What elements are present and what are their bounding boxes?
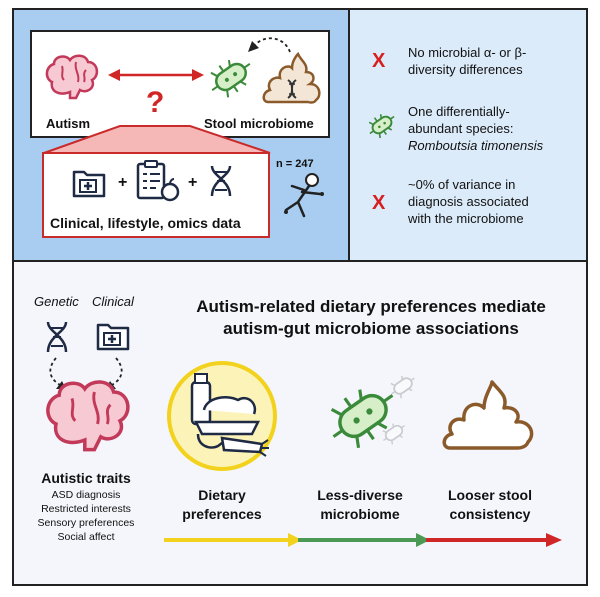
headline-line-2: autism-gut microbiome associations bbox=[223, 319, 519, 338]
faded-microbe-icon bbox=[382, 423, 405, 445]
loose-stool-icon bbox=[442, 380, 534, 450]
finding-1: No microbial α- or β- diversity differen… bbox=[408, 44, 526, 78]
autistic-traits-title: Autistic traits bbox=[41, 470, 131, 486]
association-arrow bbox=[108, 69, 204, 81]
finding-3: ~0% of variance in diagnosis associated … bbox=[408, 176, 529, 227]
trait-item: Sensory preferences bbox=[37, 517, 135, 529]
microbe-icon bbox=[368, 114, 395, 139]
faded-microbe-icon bbox=[390, 375, 415, 399]
clinical-data-label: Clinical, lifestyle, omics data bbox=[50, 215, 241, 231]
stool-icon bbox=[262, 51, 321, 104]
microbe-icon bbox=[210, 59, 251, 98]
headline-line-1: Autism-related dietary preferences media… bbox=[196, 297, 546, 316]
traits-list: ASD diagnosis Restricted interests Senso… bbox=[26, 488, 146, 544]
finding-2-line-2: abundant species: bbox=[408, 121, 514, 136]
step-3-line-2: consistency bbox=[449, 506, 531, 522]
trait-item: Social affect bbox=[57, 531, 115, 543]
diet-icon bbox=[167, 361, 277, 471]
step-dietary-label: Dietary preferences bbox=[176, 486, 268, 524]
data-connector bbox=[43, 125, 271, 154]
step-2-line-2: microbiome bbox=[320, 506, 400, 522]
sample-size-label: n = 247 bbox=[276, 158, 314, 170]
finding-2-line-1: One differentially- bbox=[408, 104, 510, 119]
species-name: Romboutsia timonensis bbox=[408, 138, 544, 153]
step-3-line-1: Looser stool bbox=[447, 487, 532, 503]
finding-1-line-1: No microbial α- or β- bbox=[408, 45, 527, 60]
plus-sign-2: + bbox=[188, 174, 198, 191]
finding-1-line-2: diversity differences bbox=[408, 62, 523, 77]
step-stool-label: Looser stool consistency bbox=[430, 486, 550, 524]
headline: Autism-related dietary preferences media… bbox=[166, 296, 576, 340]
microbe-icon bbox=[330, 389, 394, 449]
checklist-apple-icon bbox=[136, 160, 180, 202]
step-microbiome-label: Less-diverse microbiome bbox=[300, 486, 420, 524]
autism-label: Autism bbox=[46, 116, 91, 131]
mediation-arrow bbox=[164, 533, 562, 547]
step-1-line-2: preferences bbox=[182, 506, 262, 522]
brain-icon bbox=[46, 380, 130, 452]
finding-3-line-3: with the microbiome bbox=[408, 211, 524, 226]
question-mark: ? bbox=[146, 86, 165, 119]
plus-sign: + bbox=[118, 174, 128, 191]
trait-item: ASD diagnosis bbox=[51, 489, 121, 501]
findings-panel bbox=[350, 10, 586, 262]
genetic-label: Genetic bbox=[34, 294, 79, 309]
x-mark-icon: X bbox=[372, 50, 386, 72]
finding-3-line-2: diagnosis associated bbox=[408, 194, 529, 209]
step-1-line-1: Dietary bbox=[198, 487, 246, 503]
child-figure-icon bbox=[284, 173, 324, 218]
clinical-label: Clinical bbox=[92, 294, 134, 309]
x-mark-icon: X bbox=[372, 192, 386, 214]
dna-icon bbox=[46, 321, 68, 353]
dna-icon bbox=[210, 165, 232, 197]
finding-2: One differentially- abundant species: Ro… bbox=[408, 103, 543, 154]
dashed-arrow bbox=[248, 37, 291, 53]
trait-item: Restricted interests bbox=[41, 503, 131, 515]
finding-3-line-1: ~0% of variance in bbox=[408, 177, 516, 192]
stool-microbiome-label: Stool microbiome bbox=[204, 116, 314, 131]
folder-medical-icon bbox=[72, 170, 106, 198]
step-2-line-1: Less-diverse bbox=[317, 487, 403, 503]
folder-medical-icon bbox=[96, 323, 130, 351]
brain-icon bbox=[45, 54, 99, 100]
